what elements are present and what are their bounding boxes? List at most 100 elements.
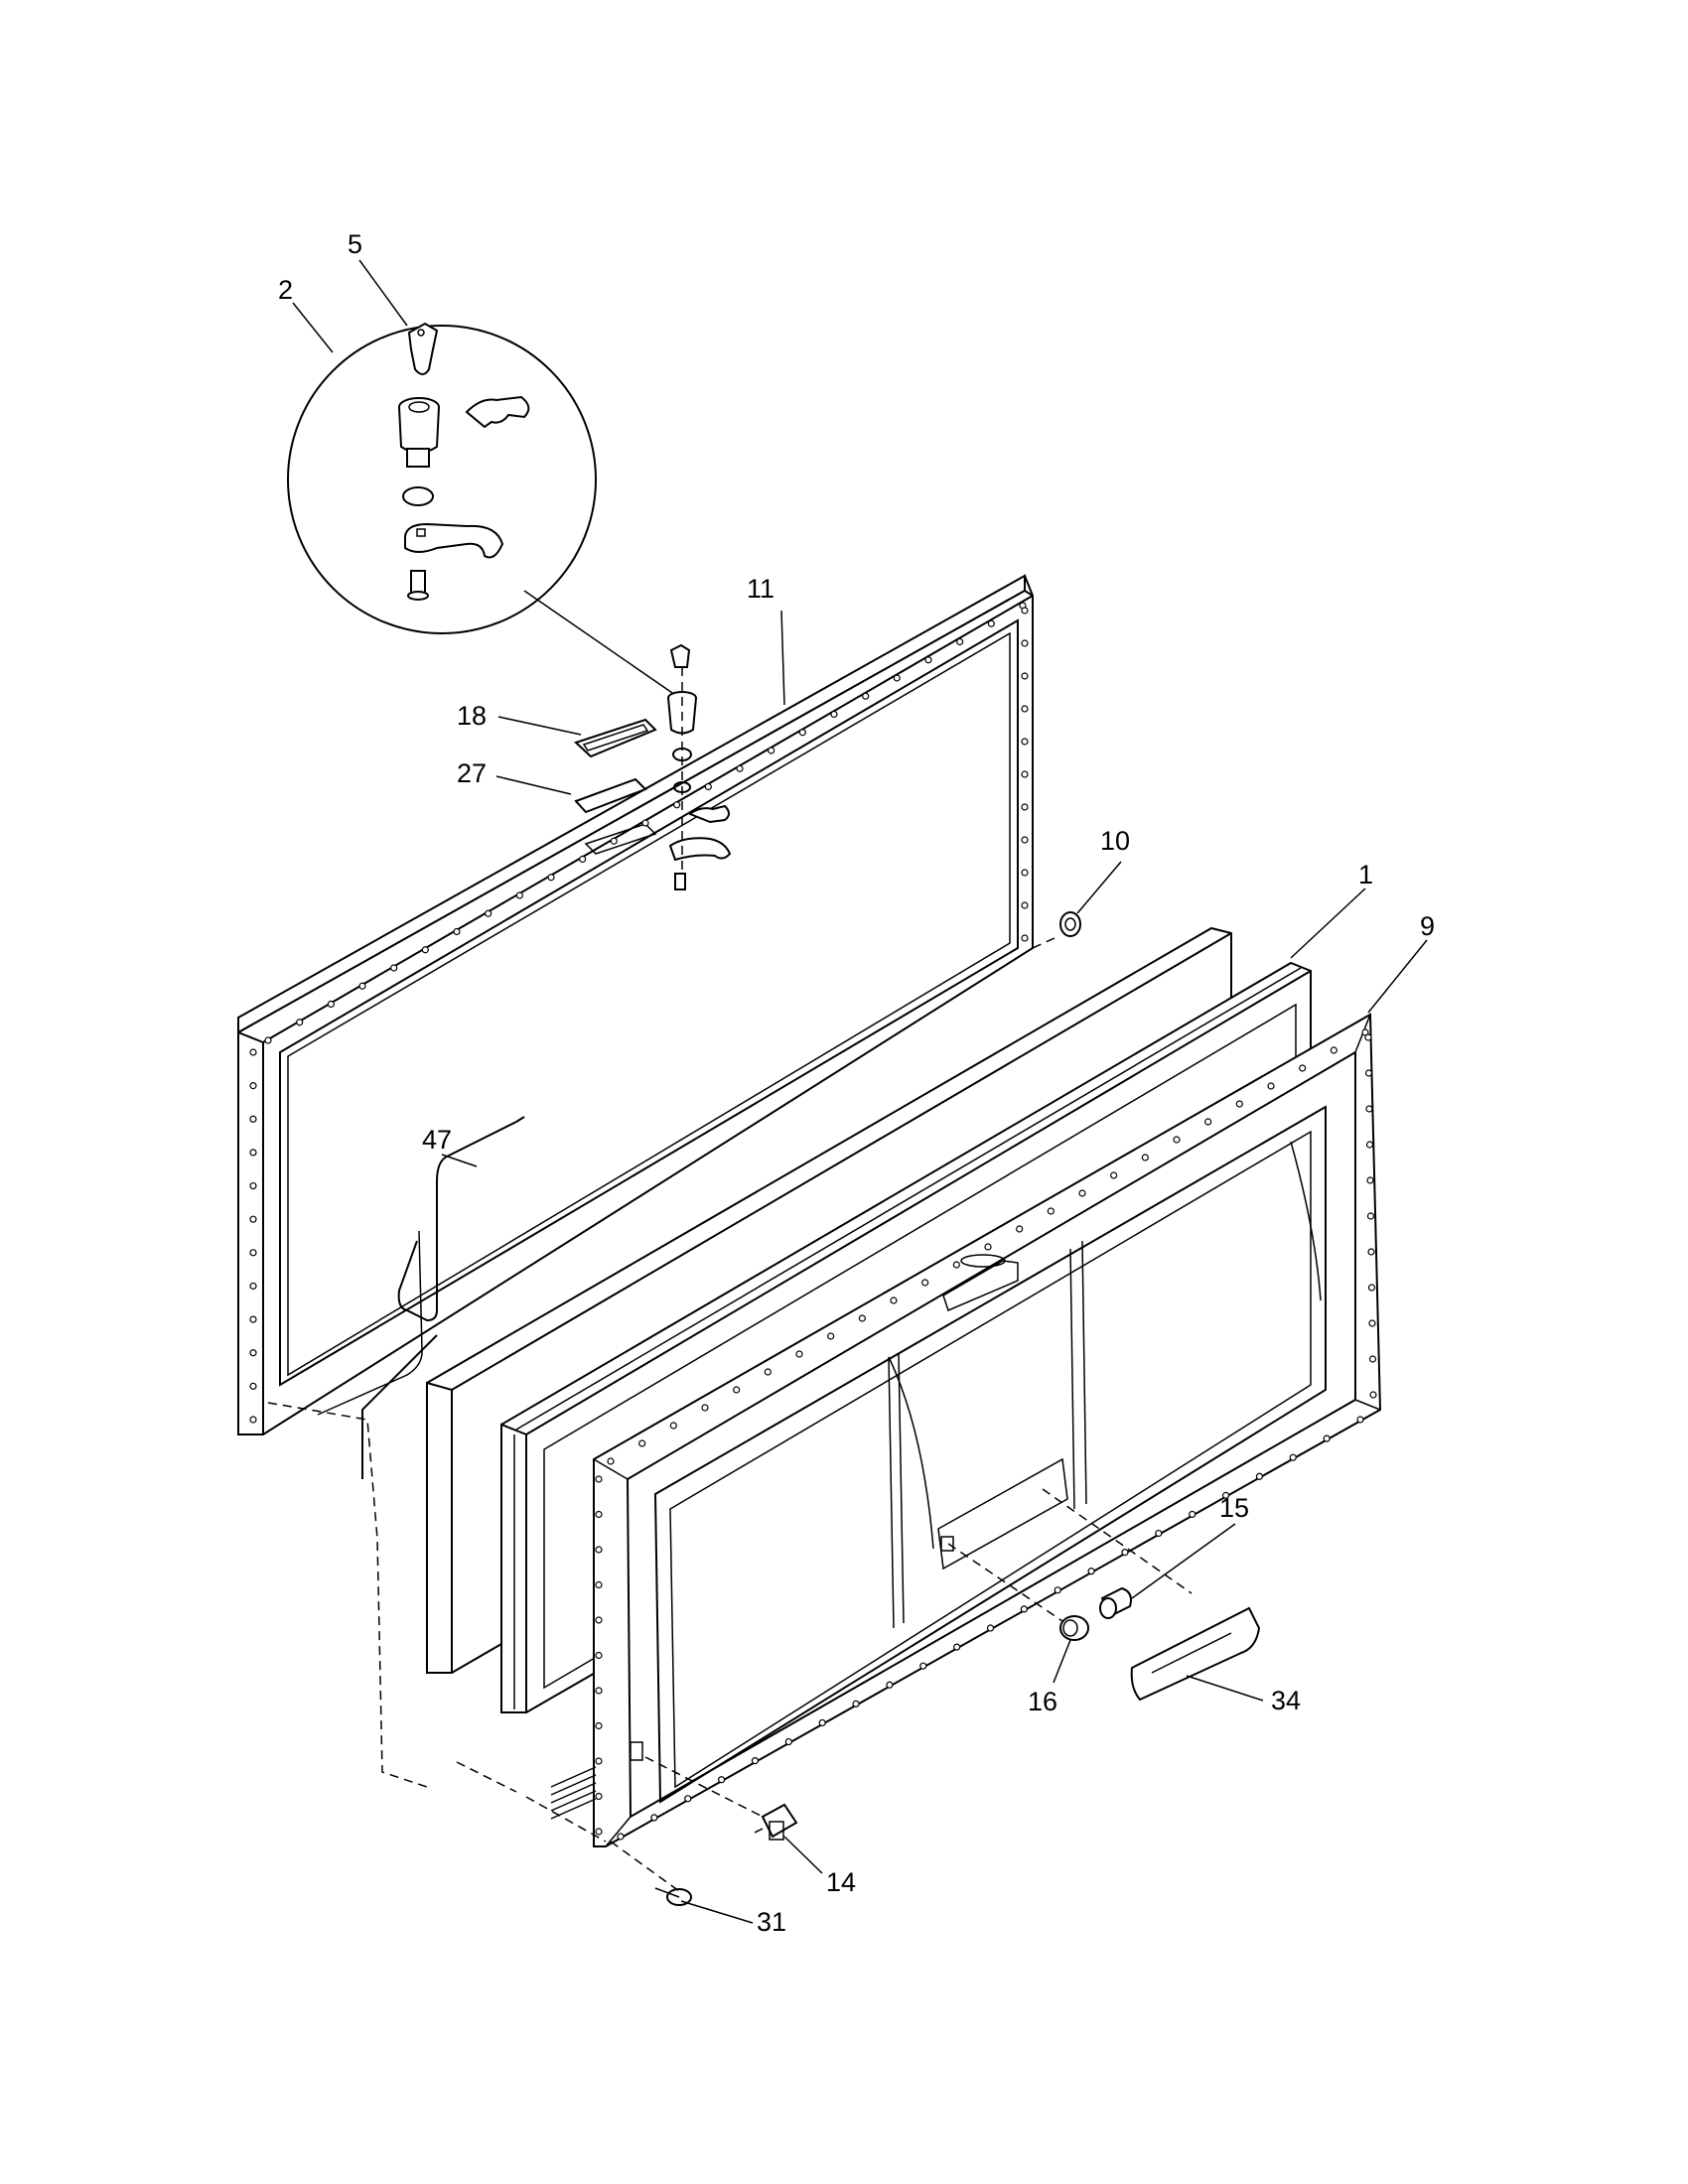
screw-hole — [595, 1828, 603, 1836]
screw-hole — [1016, 1225, 1024, 1233]
screw-hole — [987, 619, 995, 627]
wire-harness-47 — [317, 1116, 525, 1479]
screw-hole — [1368, 1355, 1377, 1363]
screw-hole — [1021, 672, 1029, 680]
screw-hole — [1021, 738, 1029, 746]
screw-hole — [249, 1048, 257, 1056]
screw-hole — [952, 1261, 960, 1269]
screw-hole — [595, 1687, 603, 1695]
screw-hole — [717, 1776, 726, 1784]
callout-1: 1 — [1358, 860, 1373, 889]
callout-5: 5 — [348, 229, 362, 259]
screw-hole — [296, 1019, 304, 1026]
screw-hole — [1047, 1207, 1055, 1215]
screw-hole — [453, 927, 461, 936]
light-socket-15 — [1099, 1586, 1132, 1619]
switch-14 — [754, 1803, 798, 1841]
screw-hole — [1078, 1189, 1086, 1197]
gasket-holes — [249, 602, 1377, 1841]
screw-hole — [1204, 1118, 1212, 1126]
screw-hole — [249, 1082, 257, 1090]
screw-hole — [1173, 1136, 1181, 1144]
screw-hole — [595, 1721, 603, 1730]
screw-hole — [701, 1404, 709, 1412]
lamp-16 — [1059, 1615, 1089, 1641]
callout-14: 14 — [826, 1867, 856, 1897]
screw-hole — [358, 982, 366, 990]
screw-hole — [953, 1643, 961, 1651]
screw-hole — [1369, 1391, 1377, 1399]
screw-hole — [1367, 1248, 1375, 1256]
screw-hole — [1364, 1033, 1372, 1041]
screw-hole — [736, 764, 744, 772]
screw-hole — [547, 874, 555, 882]
screw-hole — [1021, 901, 1029, 909]
screw-hole — [327, 1000, 335, 1009]
screw-hole — [1110, 1171, 1118, 1179]
screw-hole — [650, 1814, 658, 1822]
screw-hole — [827, 1332, 835, 1340]
screw-hole — [607, 1457, 615, 1465]
screw-hole — [1021, 803, 1029, 811]
screw-hole — [1255, 1472, 1264, 1480]
screw-hole — [830, 710, 838, 719]
screw-hole — [1021, 705, 1029, 713]
screw-hole — [1121, 1549, 1129, 1557]
screw-hole — [1087, 1568, 1095, 1575]
screw-hole — [1365, 1141, 1374, 1149]
screw-hole — [595, 1546, 603, 1554]
callout-labels: 5 2 11 18 27 10 1 9 47 15 16 34 14 31 — [278, 229, 1435, 1937]
screw-hole — [956, 637, 964, 646]
screw-hole — [1330, 1046, 1337, 1054]
screw-hole — [249, 1115, 257, 1123]
screw-hole — [1021, 607, 1029, 614]
screw-hole — [1021, 639, 1029, 647]
screw-hole — [1366, 1212, 1375, 1220]
screw-hole — [1221, 1491, 1230, 1499]
bumper-10 — [1032, 911, 1081, 949]
screw-hole — [641, 819, 649, 827]
callout-2: 2 — [278, 275, 293, 305]
screw-hole — [984, 1243, 992, 1251]
screw-hole — [986, 1624, 995, 1632]
screw-hole — [795, 1350, 803, 1358]
screw-hole — [249, 1149, 257, 1157]
callout-10: 10 — [1100, 826, 1130, 856]
screw-hole — [764, 1368, 772, 1376]
screw-hole — [919, 1662, 927, 1670]
lock-assembly — [667, 643, 732, 890]
screw-hole — [249, 1382, 257, 1390]
screw-hole — [595, 1580, 603, 1589]
screw-hole — [1021, 836, 1029, 844]
screw-hole — [733, 1386, 741, 1394]
screw-hole — [1366, 1176, 1374, 1184]
screw-hole — [1020, 1605, 1028, 1613]
screw-hole — [798, 729, 806, 737]
screw-hole — [1299, 1064, 1307, 1072]
screw-hole — [1021, 869, 1029, 877]
screw-hole — [921, 1279, 929, 1287]
callout-34: 34 — [1271, 1686, 1301, 1715]
screw-hole — [858, 1314, 866, 1322]
screw-hole — [595, 1757, 603, 1765]
screw-hole — [1155, 1529, 1163, 1538]
screw-hole — [1356, 1416, 1364, 1424]
screw-hole — [1235, 1100, 1243, 1108]
screw-hole — [886, 1681, 894, 1689]
screw-hole — [704, 782, 712, 791]
screw-hole — [595, 1616, 603, 1624]
screw-hole — [595, 1792, 603, 1801]
screw-hole — [610, 837, 618, 845]
screw-hole — [638, 1439, 646, 1447]
vent-grille — [550, 1766, 597, 1820]
screw-hole — [893, 674, 901, 682]
screw-hole — [1189, 1510, 1196, 1519]
screw-hole — [1364, 1069, 1373, 1077]
light-shield-34 — [1130, 1606, 1261, 1702]
callout-18: 18 — [457, 701, 487, 731]
screw-hole — [1054, 1586, 1061, 1594]
screw-hole — [890, 1297, 898, 1304]
screw-hole — [1141, 1154, 1149, 1161]
screw-hole — [673, 801, 681, 809]
screw-hole — [1368, 1319, 1376, 1327]
